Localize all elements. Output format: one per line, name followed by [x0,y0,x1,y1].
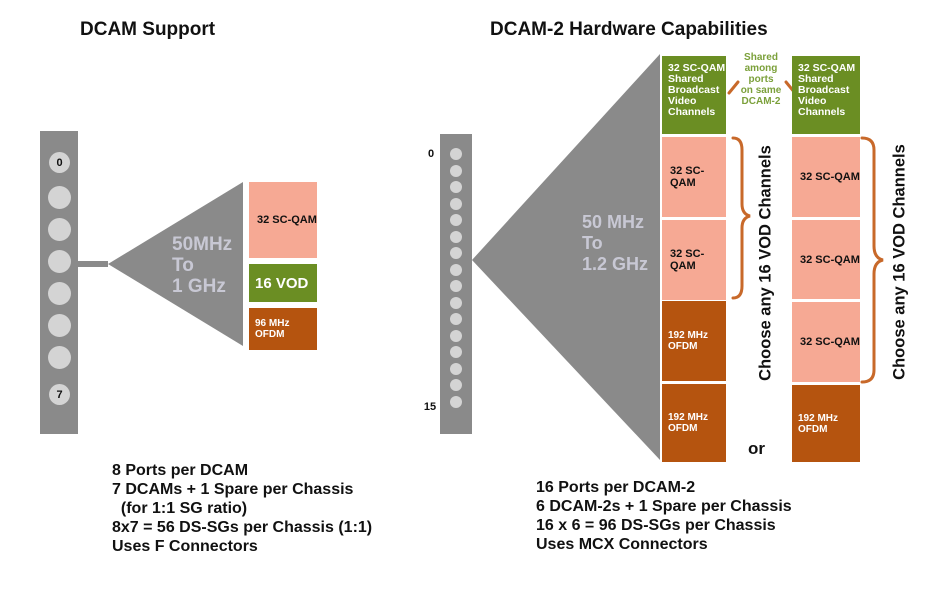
rail2-port [450,296,462,309]
right-notes: 16 Ports per DCAM-2 6 DCAM-2s + 1 Spare … [536,478,792,554]
rail2-port [450,247,462,259]
rail2-label-first: 0 [427,148,435,160]
right-note-3: 16 x 6 = 96 DS-SGs per Chassis [536,517,776,534]
bracket-col2 [860,136,884,384]
port-5 [48,314,71,337]
col1-vod-label: Choose any 16 VOD Channels [756,145,775,381]
col2-vod-label: Choose any 16 VOD Channels [890,144,909,380]
col2-sc-qam-block-2: 32 SC-QAM [792,220,860,299]
left-sc-qam-block: 32 SC-QAM [249,182,317,258]
port-7: 7 [49,384,70,405]
port-label-last: 7 [56,388,63,401]
left-vod-block: 16 VOD [249,264,317,302]
right-freq-range: 50 MHz To 1.2 GHz [582,212,649,274]
rail2-port [450,263,462,276]
col2-sc-qam-block-1: 32 SC-QAM [792,137,860,217]
shared-among-ports-note: Shared among ports on same DCAM-2 [740,52,782,107]
port-3 [48,250,71,273]
right-note-2: 6 DCAM-2s + 1 Spare per Chassis [536,498,792,515]
left-note-1: 8 Ports per DCAM [112,462,249,479]
rail2-port [450,362,462,375]
left-note-4: 8x7 = 56 DS-SGs per Chassis (1:1) [112,519,373,536]
rail2-port [450,148,462,160]
rail2-port [450,346,462,358]
rail2-port [450,329,462,342]
port-2 [48,218,71,241]
port-6 [48,346,71,369]
col1-sc-qam-block-2: 32 SC-QAM [662,220,726,300]
port-label-first: 0 [56,156,63,169]
left-freq-range: 50MHz To 1 GHz [172,234,233,297]
col2-sc-qam-block-3: 32 SC-QAM [792,302,860,382]
or-label: or [748,439,765,458]
port-1 [48,186,71,209]
left-note-3: (for 1:1 SG ratio) [112,500,248,517]
rail2-port [450,181,462,193]
right-note-4: Uses MCX Connectors [536,536,708,553]
dcam2-port-rail [440,134,472,434]
rail2-port [450,197,462,210]
port-4 [48,282,71,305]
rail2-label-last: 15 [423,401,437,413]
rail2-port [450,280,462,292]
rail2-port [450,214,462,226]
rail2-port [450,395,462,408]
rail2-port [450,379,462,391]
col1-shared-broadcast-block: 32 SC-QAM Shared Broadcast Video Channel… [662,56,726,134]
rail2-port [450,313,462,325]
left-title: DCAM Support [80,19,216,40]
connector-left [727,80,740,95]
right-title: DCAM-2 Hardware Capabilities [490,19,768,40]
right-note-1: 16 Ports per DCAM-2 [536,479,696,496]
col1-sc-qam-block-1: 32 SC-QAM [662,137,726,217]
bracket-col1 [731,136,751,300]
col2-shared-broadcast-block: 32 SC-QAM Shared Broadcast Video Channel… [792,56,860,134]
dcam-port-rail: 0 7 [40,131,78,434]
rail2-port [450,164,462,177]
rail2-port [450,230,462,243]
port-0: 0 [49,152,70,173]
left-note-2: 7 DCAMs + 1 Spare per Chassis [112,481,354,498]
left-note-5: Uses F Connectors [112,538,258,555]
left-notes: 8 Ports per DCAM 7 DCAMs + 1 Spare per C… [112,461,372,556]
